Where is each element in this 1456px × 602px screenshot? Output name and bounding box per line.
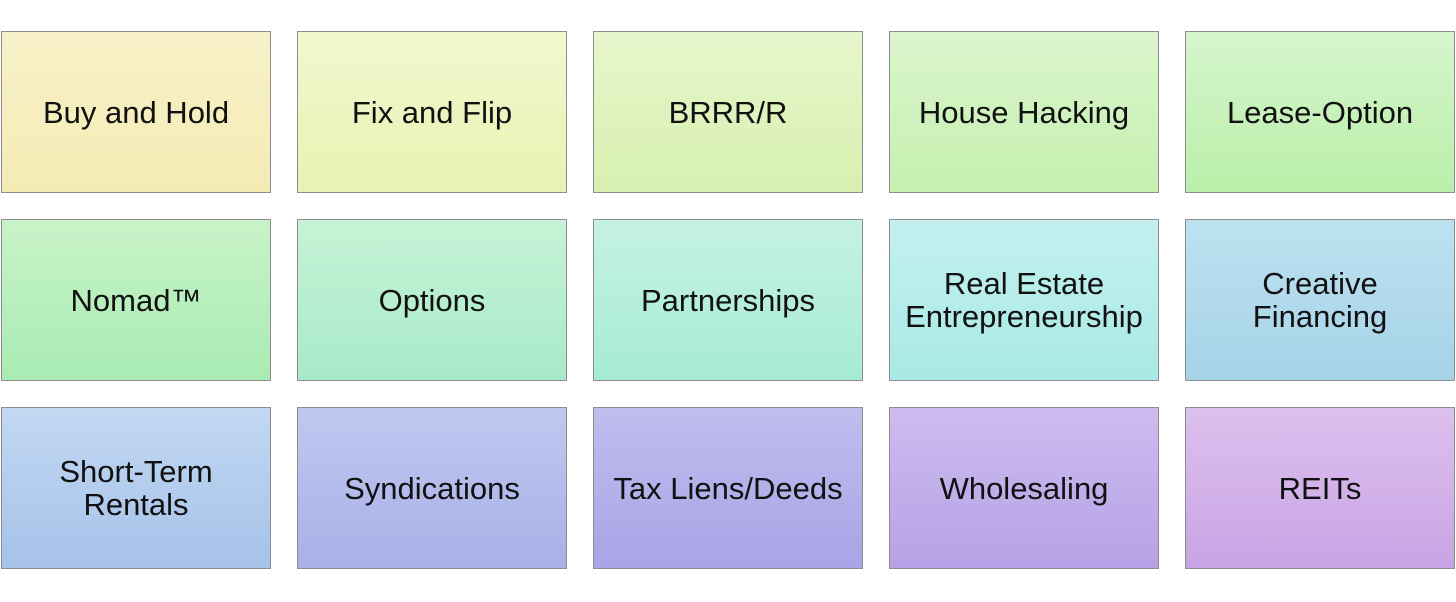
tile-tax-liens-deeds: Tax Liens/Deeds — [593, 407, 863, 569]
tile-creative-financing: Creative Financing — [1185, 219, 1455, 381]
tile-options: Options — [297, 219, 567, 381]
tile-wholesaling: Wholesaling — [889, 407, 1159, 569]
tile-brrrr: BRRR/R — [593, 31, 863, 193]
tile-reits: REITs — [1185, 407, 1455, 569]
tile-buy-and-hold: Buy and Hold — [1, 31, 271, 193]
tile-partnerships: Partnerships — [593, 219, 863, 381]
tile-syndications: Syndications — [297, 407, 567, 569]
tile-fix-and-flip: Fix and Flip — [297, 31, 567, 193]
tile-house-hacking: House Hacking — [889, 31, 1159, 193]
tile-lease-option: Lease-Option — [1185, 31, 1455, 193]
tile-nomad: Nomad™ — [1, 219, 271, 381]
tile-short-term-rentals: Short-Term Rentals — [1, 407, 271, 569]
tile-real-estate-entrepreneurship: Real Estate Entrepreneurship — [889, 219, 1159, 381]
strategy-grid: Buy and Hold Fix and Flip BRRR/R House H… — [1, 31, 1455, 569]
